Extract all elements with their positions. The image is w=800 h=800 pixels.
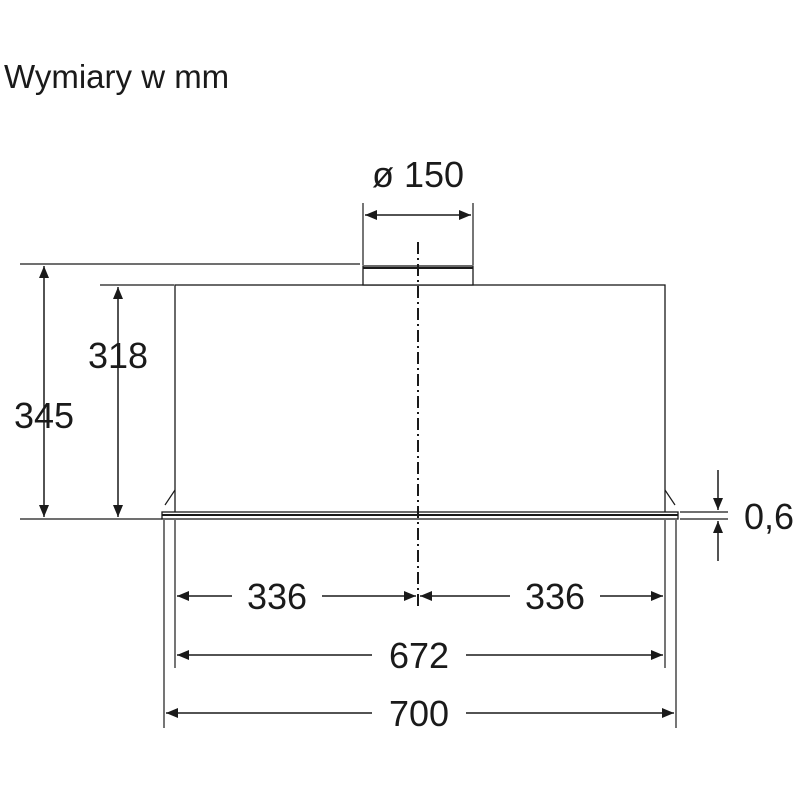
total-height-dimension: 345 (14, 263, 360, 520)
flange-thickness-label: 0,6 (744, 496, 794, 537)
outlet-diameter-dimension: ø 150 (362, 154, 474, 265)
bottom-panel (161, 511, 679, 520)
body-height-label: 318 (88, 335, 148, 376)
body-width-label: 672 (389, 635, 449, 676)
body-height-dimension: 318 (88, 284, 174, 517)
outlet-diameter-label: ø 150 (372, 154, 464, 195)
body-width-dimension: 672 (177, 635, 663, 676)
total-width-label: 700 (389, 693, 449, 734)
flange-thickness-dimension: 0,6 (680, 470, 794, 561)
total-width-dimension: 700 (166, 693, 674, 734)
half-width-dimensions: 336 336 (177, 576, 663, 617)
half-width-right-label: 336 (525, 576, 585, 617)
width-extension-lines (163, 520, 677, 728)
hood-body (164, 265, 676, 516)
diagram-title: Wymiary w mm (4, 58, 230, 95)
half-width-left-label: 336 (247, 576, 307, 617)
total-height-label: 345 (14, 395, 74, 436)
